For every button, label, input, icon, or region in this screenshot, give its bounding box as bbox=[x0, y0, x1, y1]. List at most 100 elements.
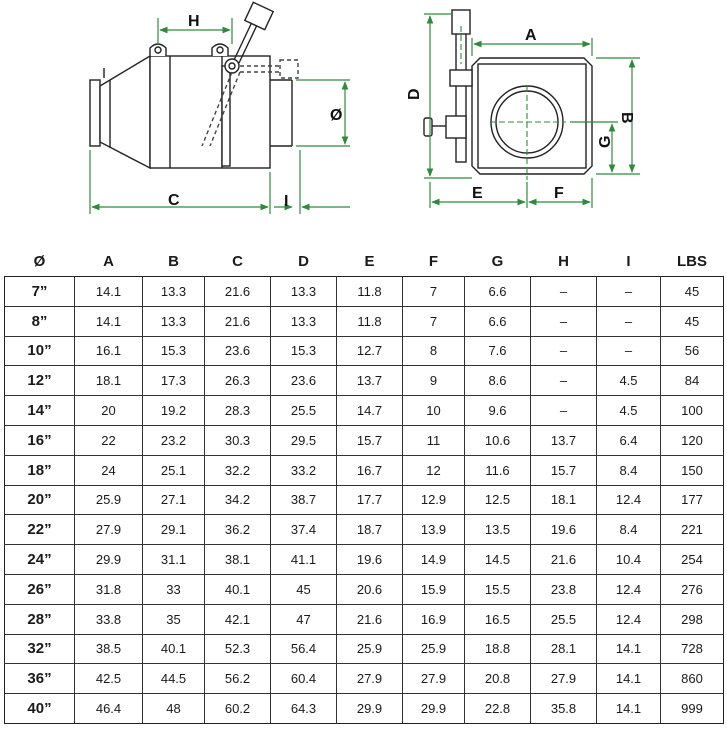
dim-label-c: C bbox=[168, 192, 180, 209]
table-cell: 13.9 bbox=[402, 514, 465, 546]
table-cell: 4.5 bbox=[596, 395, 661, 426]
table-cell: 276 bbox=[660, 573, 724, 605]
table-cell: 14.5 bbox=[464, 544, 531, 575]
table-cell: 29.1 bbox=[142, 514, 205, 546]
table-cell: 13.3 bbox=[270, 276, 337, 307]
table-cell: 12.9 bbox=[402, 484, 465, 516]
table-cell: 20 bbox=[74, 395, 143, 426]
table-cell: 20.6 bbox=[336, 573, 403, 605]
table-cell: 14.9 bbox=[402, 544, 465, 575]
table-cell: 31.1 bbox=[142, 544, 205, 575]
table-cell: 14.1 bbox=[596, 633, 661, 665]
table-cell: 29.9 bbox=[402, 693, 465, 724]
dim-label-f: F bbox=[554, 185, 564, 202]
table-cell: 10.4 bbox=[596, 544, 661, 575]
table-cell: – bbox=[530, 395, 597, 426]
table-cell: 48 bbox=[142, 693, 205, 724]
table-cell: 19.6 bbox=[336, 544, 403, 575]
table-cell: 18.7 bbox=[336, 514, 403, 546]
table-cell: 17.3 bbox=[142, 365, 205, 397]
table-cell: 41.1 bbox=[270, 544, 337, 575]
table-cell: 22.8 bbox=[464, 693, 531, 724]
side-view-dimensions bbox=[89, 18, 350, 214]
table-cell: 13.3 bbox=[142, 276, 205, 307]
dim-label-a: A bbox=[525, 27, 537, 44]
table-cell: 22 bbox=[74, 424, 143, 456]
table-cell: 14.1 bbox=[596, 663, 661, 695]
table-cell: 34.2 bbox=[204, 484, 271, 516]
table-cell: 44.5 bbox=[142, 663, 205, 695]
table-cell: 29.9 bbox=[74, 544, 143, 575]
table-cell: 23.6 bbox=[204, 335, 271, 367]
size-cell: 36” bbox=[4, 663, 75, 695]
table-cell: 7.6 bbox=[464, 335, 531, 367]
table-cell: 4.5 bbox=[596, 365, 661, 397]
table-cell: 16.9 bbox=[402, 603, 465, 635]
dim-label-diameter: Ø bbox=[330, 107, 342, 124]
table-cell: 8.6 bbox=[464, 365, 531, 397]
table-cell: 23.6 bbox=[270, 365, 337, 397]
table-cell: 298 bbox=[660, 603, 724, 635]
column-header-b: B bbox=[168, 252, 179, 270]
table-cell: 27.1 bbox=[142, 484, 205, 516]
table-cell: 37.4 bbox=[270, 514, 337, 546]
table-cell: 6.6 bbox=[464, 305, 531, 337]
table-cell: 11.8 bbox=[336, 305, 403, 337]
table-cell: 27.9 bbox=[402, 663, 465, 695]
table-cell: 26.3 bbox=[204, 365, 271, 397]
table-cell: 8 bbox=[402, 335, 465, 367]
table-cell: 150 bbox=[660, 454, 724, 486]
table-cell: 46.4 bbox=[74, 693, 143, 724]
table-cell: 6.6 bbox=[464, 276, 531, 307]
size-cell: 8” bbox=[4, 305, 75, 337]
dim-label-h: H bbox=[188, 13, 200, 30]
table-cell: 11 bbox=[402, 424, 465, 456]
table-cell: 47 bbox=[270, 603, 337, 635]
table-cell: 18.8 bbox=[464, 633, 531, 665]
table-cell: 84 bbox=[660, 365, 724, 397]
table-cell: 45 bbox=[660, 305, 724, 337]
table-cell: 60.2 bbox=[204, 693, 271, 724]
table-cell: 15.7 bbox=[530, 454, 597, 486]
table-cell: 177 bbox=[660, 484, 724, 516]
table-cell: 21.6 bbox=[204, 305, 271, 337]
table-cell: 42.1 bbox=[204, 603, 271, 635]
column-header-f: F bbox=[428, 252, 439, 270]
table-cell: 23.2 bbox=[142, 424, 205, 456]
size-cell: 28” bbox=[4, 603, 75, 635]
table-cell: 14.1 bbox=[74, 305, 143, 337]
table-cell: 24 bbox=[74, 454, 143, 486]
table-cell: – bbox=[596, 335, 661, 367]
table-cell: 60.4 bbox=[270, 663, 337, 695]
table-cell: 999 bbox=[660, 693, 724, 724]
table-cell: 7 bbox=[402, 276, 465, 307]
dim-label-g: G bbox=[597, 136, 614, 148]
table-cell: 27.9 bbox=[336, 663, 403, 695]
column-header-c: C bbox=[232, 252, 243, 270]
size-cell: 26” bbox=[4, 573, 75, 605]
table-cell: 15.9 bbox=[402, 573, 465, 605]
table-cell: 33.8 bbox=[74, 603, 143, 635]
table-cell: 11.8 bbox=[336, 276, 403, 307]
table-cell: 56.4 bbox=[270, 633, 337, 665]
technical-drawings: H Ø C I bbox=[89, 1, 640, 214]
table-cell: – bbox=[596, 276, 661, 307]
table-cell: 6.4 bbox=[596, 424, 661, 456]
table-cell: 56.2 bbox=[204, 663, 271, 695]
table-cell: 21.6 bbox=[204, 276, 271, 307]
size-cell: 7” bbox=[4, 276, 75, 307]
table-cell: 15.7 bbox=[336, 424, 403, 456]
front-view-dimensions bbox=[424, 13, 640, 208]
table-cell: 21.6 bbox=[336, 603, 403, 635]
dim-label-e: E bbox=[472, 185, 483, 202]
table-cell: 13.3 bbox=[142, 305, 205, 337]
size-cell: 18” bbox=[4, 454, 75, 486]
